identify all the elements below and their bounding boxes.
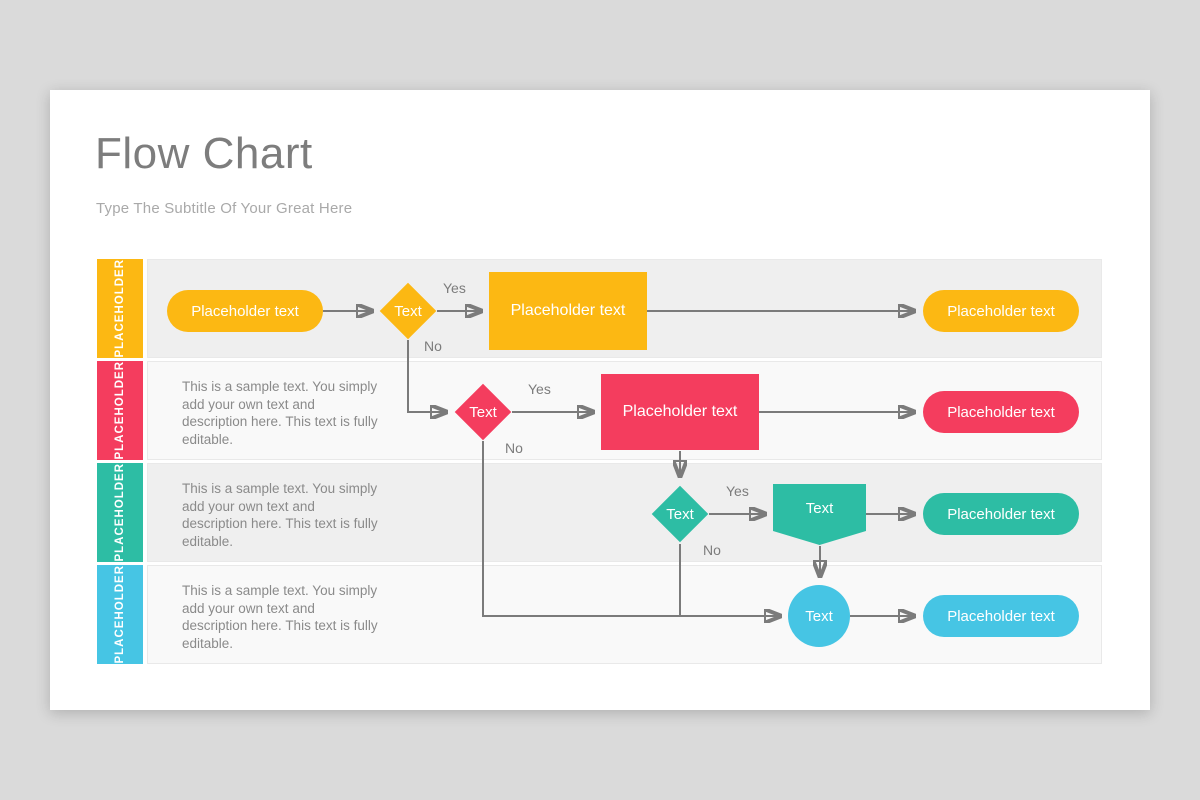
description-row4: This is a sample text. You simply add yo… [182, 583, 378, 651]
decision-row1: Text [379, 282, 437, 340]
connector-node-row4: Text [788, 585, 850, 647]
decision-row1-label: Text [394, 302, 422, 320]
connector-decision2-no-to-circle [482, 441, 780, 616]
decision-row2-label: Text [469, 403, 497, 421]
branch-no-row3: No [703, 542, 721, 558]
result-pill-row4: Placeholder text [923, 595, 1079, 637]
page-title: Flow Chart [95, 129, 313, 178]
connector-decision1-no-to-decision2 [407, 340, 446, 412]
lane-bar-4: PLACEHOLDER [97, 565, 143, 664]
result-pill-row1: Placeholder text [923, 290, 1079, 332]
decision-row3: Text [651, 485, 709, 543]
branch-no-row2: No [505, 440, 523, 456]
branch-yes-row1: Yes [443, 280, 466, 296]
decision-row2: Text [454, 383, 512, 441]
flow-connectors [323, 90, 1150, 710]
result-pill-row2: Placeholder text [923, 391, 1079, 433]
decision-row3-label: Text [666, 505, 694, 523]
start-terminator-row1: Placeholder text [167, 290, 323, 332]
display-shape-row3-label: Text [805, 500, 834, 517]
slide: Flow Chart Type The Subtitle Of Your Gre… [50, 90, 1150, 710]
connector-node-row4-label: Text [805, 607, 833, 625]
result-pill-row3: Placeholder text [923, 493, 1079, 535]
branch-yes-row3: Yes [726, 483, 749, 499]
lane-bar-1: PLACEHOLDER [97, 259, 143, 358]
process-row2: Placeholder text [601, 374, 759, 450]
flow-chart: PLACEHOLDER PLACEHOLDER PLACEHOLDER PLAC… [50, 90, 1150, 710]
display-shape-row3: Text [773, 484, 866, 545]
lane-bar-3: PLACEHOLDER [97, 463, 143, 562]
page-subtitle: Type The Subtitle Of Your Great Here [96, 200, 353, 217]
process-row1: Placeholder text [489, 272, 647, 350]
description-row3: This is a sample text. You simply add yo… [182, 481, 378, 549]
lane-bar-2: PLACEHOLDER [97, 361, 143, 460]
branch-yes-row2: Yes [528, 381, 551, 397]
branch-no-row1: No [424, 338, 442, 354]
description-row2: This is a sample text. You simply add yo… [182, 379, 378, 447]
